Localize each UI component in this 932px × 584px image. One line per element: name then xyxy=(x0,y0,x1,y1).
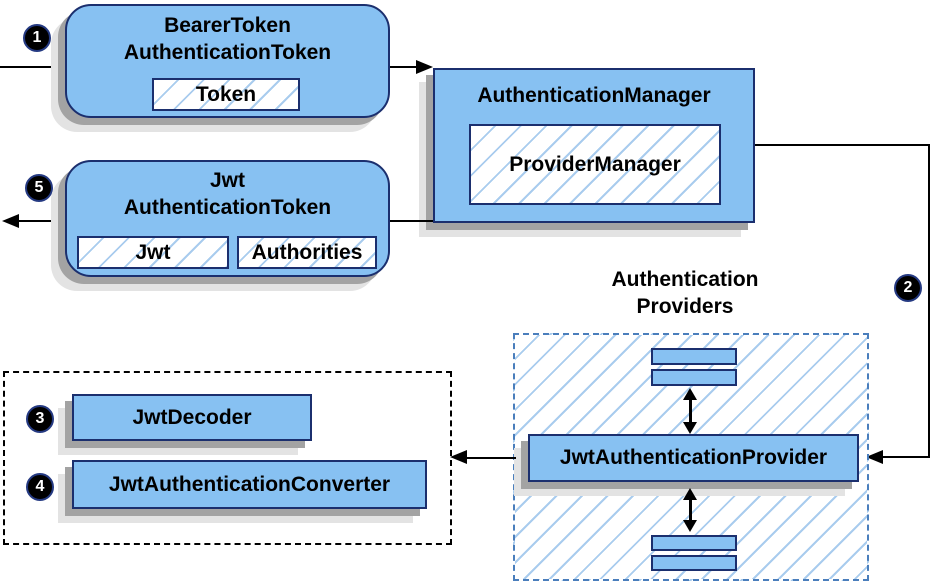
double-arrow-line xyxy=(689,498,692,522)
flow2-top-line xyxy=(755,144,930,146)
provider-bar xyxy=(651,348,737,365)
step-5-badge: 5 xyxy=(25,174,53,202)
arrowhead-down-icon xyxy=(683,422,697,434)
provider-bar xyxy=(651,369,737,386)
step-4-number: 4 xyxy=(35,478,45,495)
jwt-authentication-token-node: Jwt AuthenticationToken Jwt Authorities xyxy=(65,160,390,277)
decoder-converter-group xyxy=(3,371,452,545)
arrowhead-right-icon xyxy=(416,60,433,74)
flow1-connector-line xyxy=(390,66,417,68)
arrowhead-up-icon xyxy=(683,388,697,400)
jwt-decoder-label: JwtDecoder xyxy=(132,405,252,429)
step-5-number: 5 xyxy=(34,179,44,196)
step-1-badge: 1 xyxy=(23,24,51,52)
step-2-number: 2 xyxy=(903,279,913,296)
step-2-badge: 2 xyxy=(894,274,922,302)
arrowhead-left-icon xyxy=(2,214,19,228)
flow1-incoming-line xyxy=(0,66,65,68)
flow5-connector-line xyxy=(388,220,433,222)
flow5-outgoing-line xyxy=(18,220,65,222)
authentication-manager-node: AuthenticationManager ProviderManager xyxy=(433,68,755,223)
flow2-bottom-line xyxy=(882,456,930,458)
jwt-authentication-converter-node: JwtAuthenticationConverter xyxy=(72,460,427,509)
step-4-badge: 4 xyxy=(26,473,54,501)
token-field-label: Token xyxy=(195,82,257,106)
arrowhead-down-icon xyxy=(683,520,697,532)
double-arrow-line xyxy=(689,398,692,424)
provider-manager-label: ProviderManager xyxy=(509,152,681,176)
authorities-field-label: Authorities xyxy=(251,240,363,264)
flow2-vertical-line xyxy=(928,144,930,458)
provider-bar xyxy=(651,535,737,551)
providers-label-line1: Authentication xyxy=(611,268,759,291)
providers-label-line2: Providers xyxy=(636,295,734,318)
step-1-number: 1 xyxy=(32,29,42,46)
jwt-field-label: Jwt xyxy=(135,240,171,264)
jwt-authentication-converter-label: JwtAuthenticationConverter xyxy=(108,472,391,496)
provider-bar xyxy=(651,555,737,571)
bearer-token-title: BearerToken AuthenticationToken xyxy=(67,6,388,66)
authentication-providers-label: Authentication Providers xyxy=(560,266,810,320)
jwt-authentication-provider-node: JwtAuthenticationProvider xyxy=(528,434,859,482)
jwt-token-title-line2: AuthenticationToken xyxy=(123,196,332,219)
provider-manager-field: ProviderManager xyxy=(469,124,721,205)
jwt-token-title-line1: Jwt xyxy=(209,169,245,192)
arrowhead-left-icon xyxy=(866,450,883,464)
provider-to-decoder-line xyxy=(466,457,516,459)
step-3-badge: 3 xyxy=(26,405,54,433)
bearer-token-title-line1: BearerToken xyxy=(164,14,291,37)
step-3-number: 3 xyxy=(35,410,45,427)
authorities-field: Authorities xyxy=(237,236,377,269)
jwt-decoder-node: JwtDecoder xyxy=(72,394,312,441)
token-field: Token xyxy=(152,78,300,111)
authentication-manager-title: AuthenticationManager xyxy=(477,84,711,107)
jwt-field: Jwt xyxy=(77,236,229,269)
jwt-authentication-provider-label: JwtAuthenticationProvider xyxy=(559,446,828,469)
bearer-token-node: BearerToken AuthenticationToken Token xyxy=(65,4,390,118)
bearer-token-title-line2: AuthenticationToken xyxy=(123,41,332,64)
arrowhead-up-icon xyxy=(683,488,697,500)
jwt-token-title: Jwt AuthenticationToken xyxy=(67,162,388,221)
arrowhead-left-icon xyxy=(450,450,467,464)
